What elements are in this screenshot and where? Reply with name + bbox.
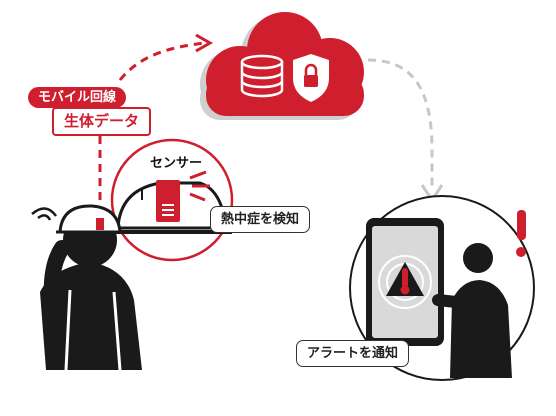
thermometer-icon xyxy=(400,268,410,295)
heatstroke-detect-label: 熱中症を検知 xyxy=(210,206,311,233)
sensor-device xyxy=(156,170,210,222)
mobile-line-label: モバイル回線 xyxy=(28,87,127,108)
phone-user-figure xyxy=(432,243,512,378)
sensor-label: センサー xyxy=(150,156,203,171)
alert-arrow xyxy=(367,58,444,203)
bio-data-label: 生体データ xyxy=(52,107,152,136)
alert-notify-label: アラートを通知 xyxy=(296,340,410,367)
shield-lock-icon xyxy=(293,54,329,102)
database-icon xyxy=(240,54,284,98)
exclamation-icon xyxy=(516,210,526,257)
worker-figure xyxy=(31,204,142,371)
